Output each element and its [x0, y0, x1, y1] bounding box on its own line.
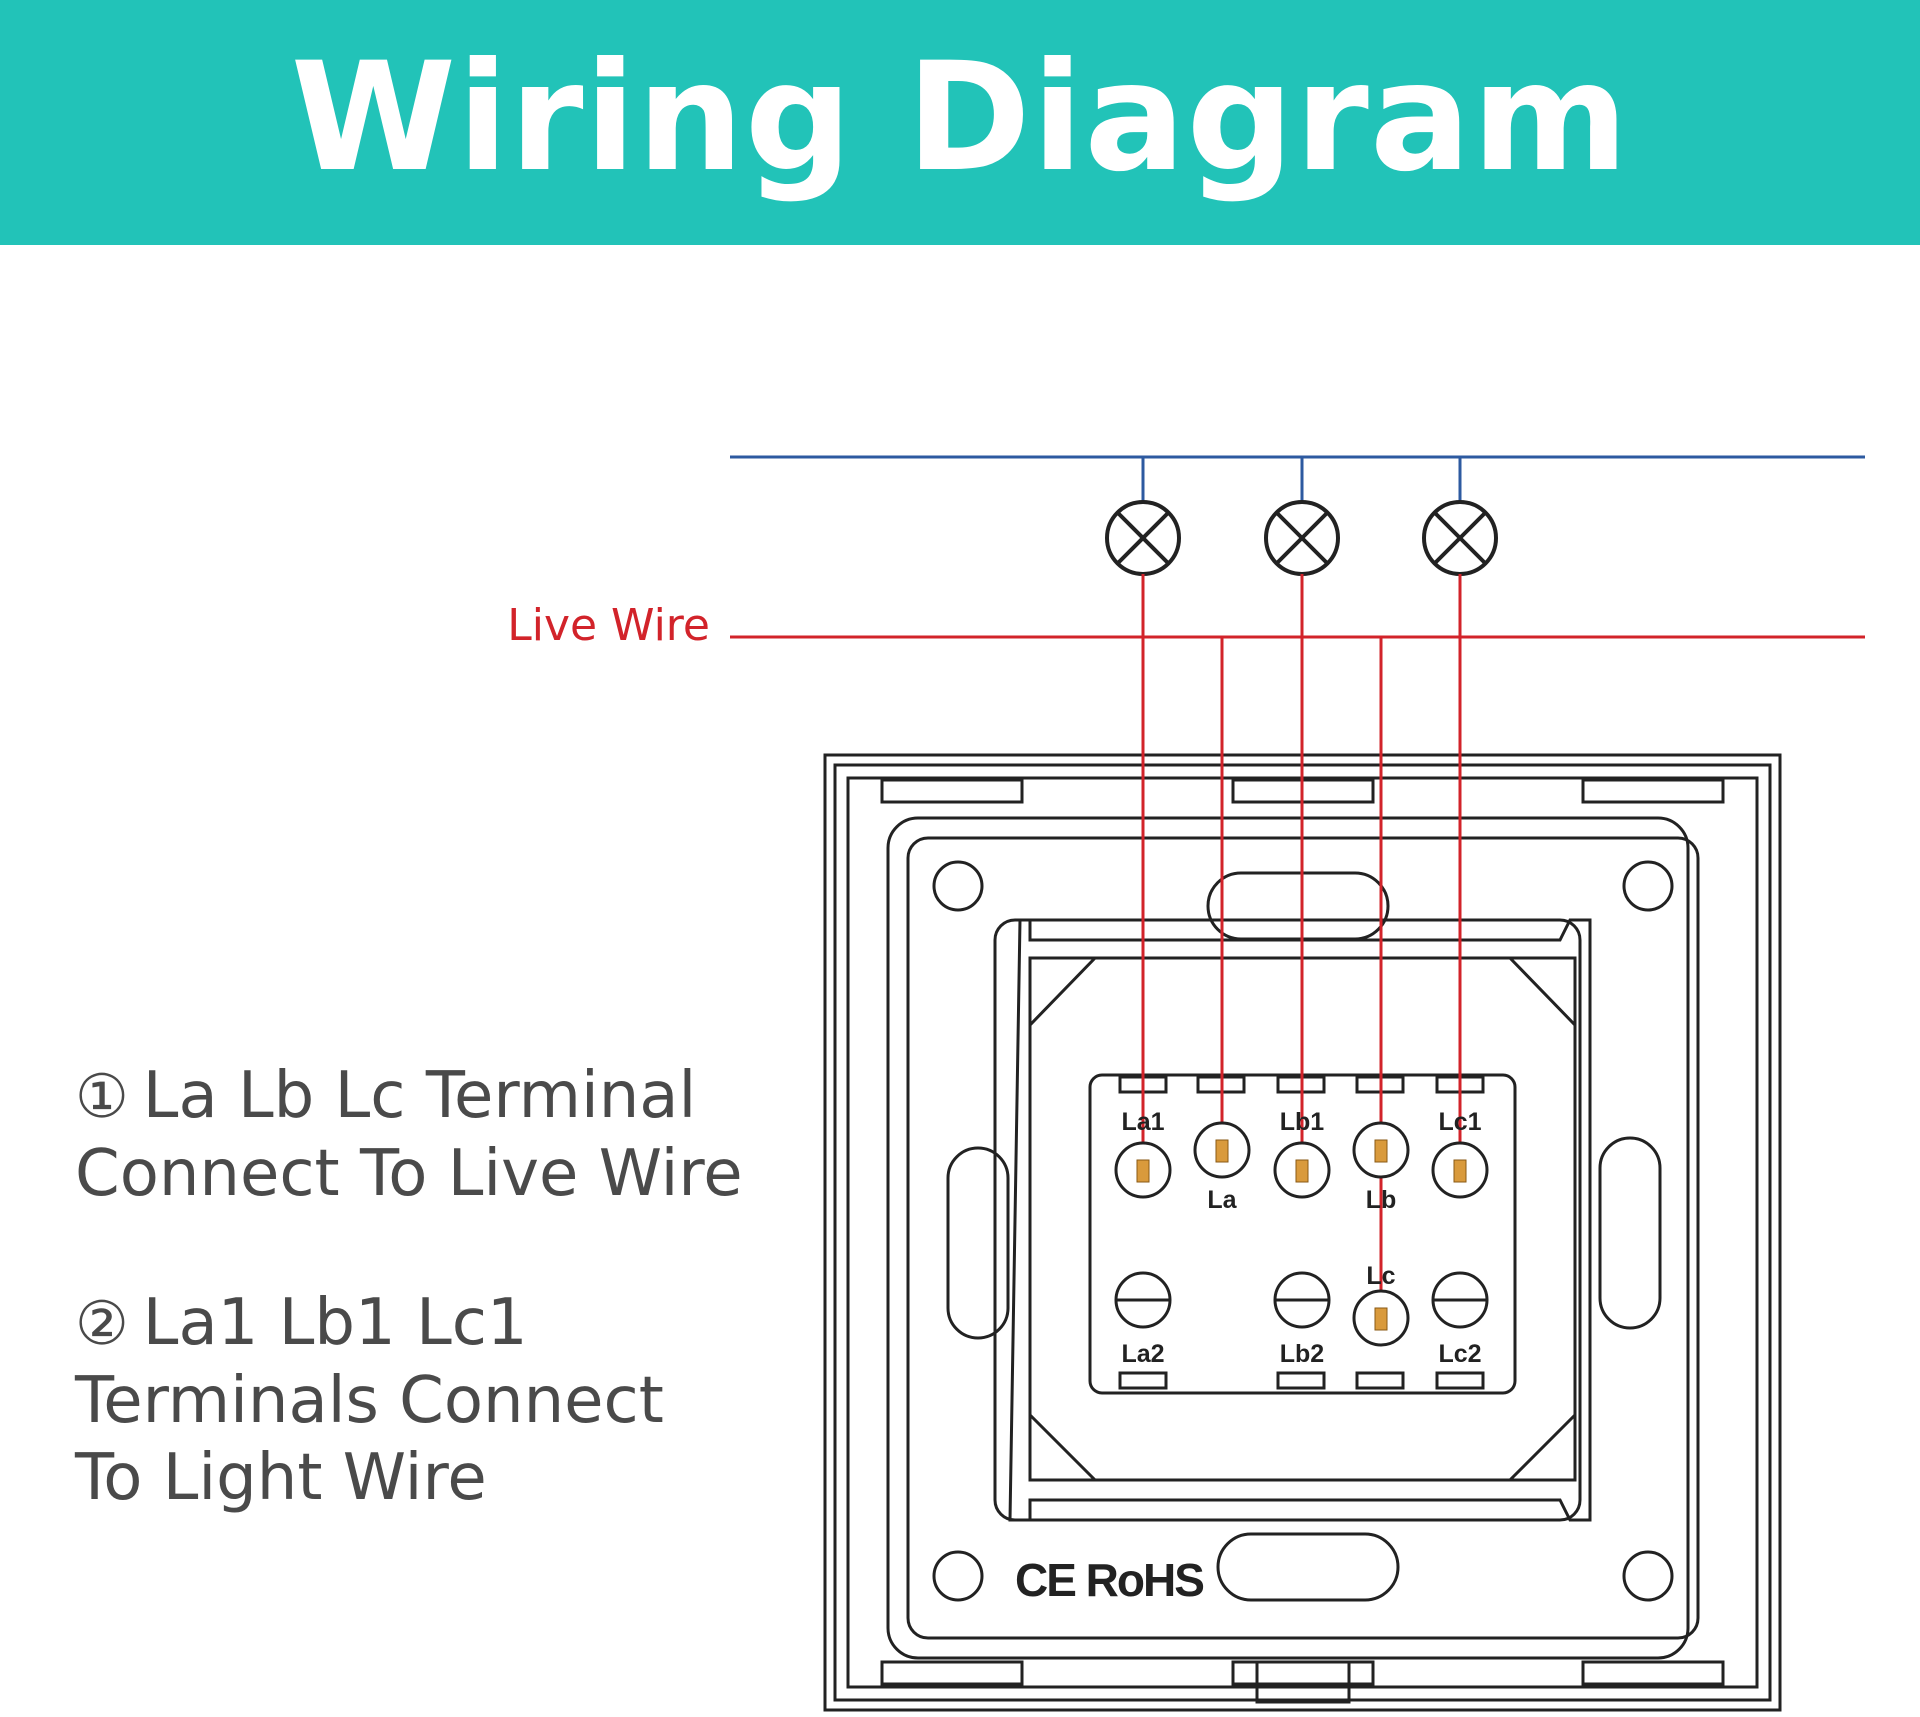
label-lb2: Lb2 — [1280, 1340, 1324, 1368]
label-la1: La1 — [1121, 1108, 1164, 1136]
page-title: Wiring Diagram — [290, 30, 1630, 205]
certification-marks: CE RoHS — [1015, 1554, 1203, 1606]
note-2-line-2: Terminals Connect — [75, 1364, 664, 1438]
neutral-wire — [730, 455, 1865, 502]
lamp-symbol-3 — [1422, 500, 1498, 576]
label-lc: Lc — [1366, 1262, 1395, 1290]
label-la2: La2 — [1121, 1340, 1164, 1368]
switch-backplate — [823, 753, 1782, 1712]
lamp-symbol-2 — [1264, 500, 1340, 576]
live-wire — [730, 635, 1865, 1300]
note-1-line-2: Connect To Live Wire — [75, 1137, 743, 1211]
live-wire-label: Live Wire — [507, 600, 710, 651]
note-2-number: ② — [75, 1289, 129, 1359]
label-lb1: Lb1 — [1280, 1108, 1325, 1136]
note-2-line-3: To Light Wire — [75, 1441, 487, 1515]
lamp-symbol-1 — [1105, 500, 1181, 576]
light-wires — [1141, 574, 1462, 1165]
label-lb: Lb — [1366, 1186, 1397, 1214]
header-banner: Wiring Diagram — [0, 0, 1920, 245]
label-lc2: Lc2 — [1438, 1340, 1481, 1368]
label-la: La — [1207, 1186, 1237, 1214]
note-1-number: ① — [75, 1062, 129, 1132]
note-1-line-1: La Lb Lc Terminal — [142, 1059, 697, 1133]
label-lc1: Lc1 — [1438, 1108, 1481, 1136]
note-2-line-1: La1 Lb1 Lc1 — [142, 1286, 528, 1360]
